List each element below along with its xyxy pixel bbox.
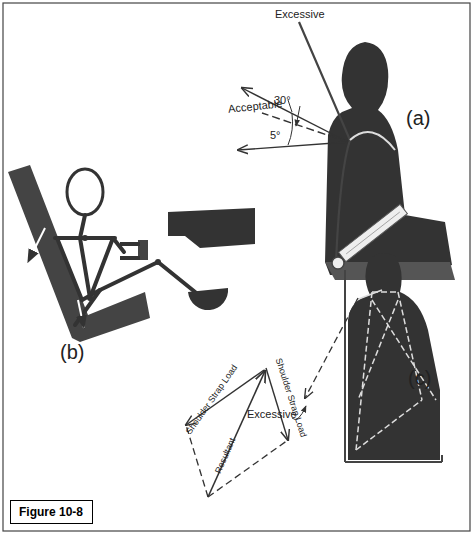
figure-a [238, 22, 455, 280]
force-label: Shoulder Strap Load [273, 357, 308, 439]
angle-value: 5° [270, 129, 281, 141]
figure-number: Figure 10-8 [19, 505, 84, 519]
figure-c [292, 253, 442, 462]
force-label: Shoulder Strap Load [185, 363, 240, 436]
force-diagram [186, 368, 288, 497]
panel-label: (c) [408, 367, 431, 389]
warning-label: Excessive [275, 8, 325, 20]
figure-b [8, 165, 255, 342]
angle-value: 30° [274, 94, 291, 106]
panel-label: (a) [406, 107, 430, 129]
force-label: Resultant [214, 437, 239, 476]
figure-number-box: Figure 10-8 [10, 500, 93, 524]
panel-label: (b) [60, 341, 84, 363]
frame [3, 3, 470, 531]
